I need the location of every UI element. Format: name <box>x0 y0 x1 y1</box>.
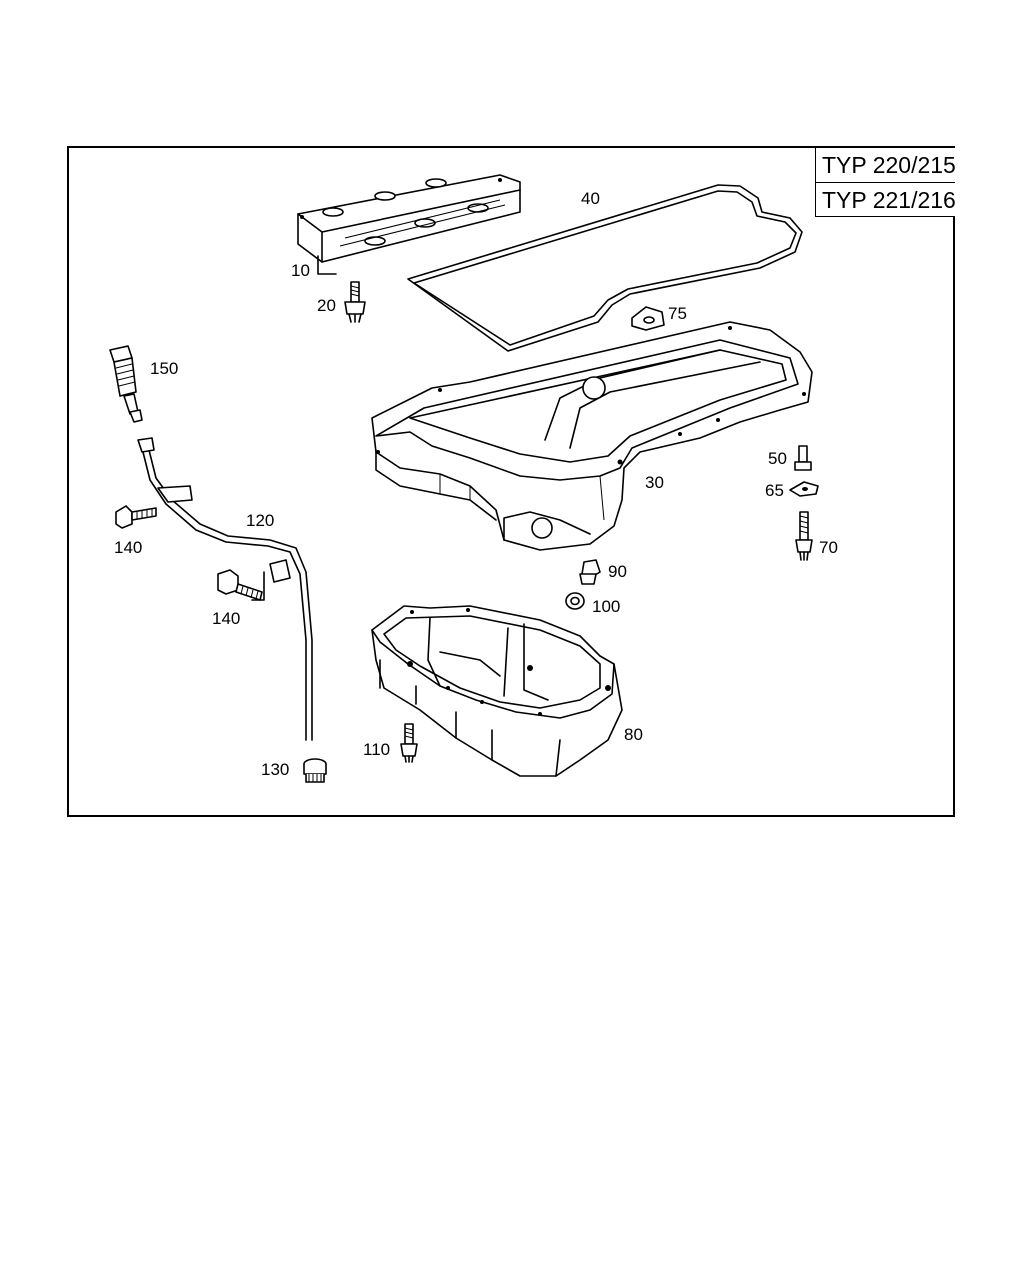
plug-130-drawing <box>303 758 327 783</box>
callout-150: 150 <box>150 359 179 378</box>
bolt-110-drawing <box>400 723 418 763</box>
callout-40: 40 <box>581 189 600 208</box>
callout-90: 90 <box>608 562 627 581</box>
model-label-2: TYP 221/216 <box>815 183 956 217</box>
drain-plug-90-drawing <box>579 559 601 585</box>
callout-130: 130 <box>261 760 290 779</box>
bolt-140a-drawing <box>115 505 157 529</box>
callout-75: 75 <box>668 304 687 323</box>
dipstick-150-drawing <box>109 345 143 423</box>
bolt-20-drawing <box>344 281 366 323</box>
callout-140-upper: 140 <box>114 538 143 557</box>
callout-50: 50 <box>768 449 787 468</box>
upper-oil-pan-drawing <box>371 321 813 551</box>
baffle-plate-drawing <box>297 174 521 275</box>
callout-140-lower: 140 <box>212 609 241 628</box>
callout-20: 20 <box>317 296 336 315</box>
model-label-1: TYP 220/215 <box>815 148 956 183</box>
callout-120: 120 <box>246 511 275 530</box>
callout-10: 10 <box>291 261 310 280</box>
guide-tube-120-drawing <box>137 437 313 741</box>
callout-30: 30 <box>645 473 664 492</box>
callout-65: 65 <box>765 481 784 500</box>
callout-70: 70 <box>819 538 838 557</box>
seal-ring-100-drawing <box>565 592 585 610</box>
gasket-drawing <box>407 184 803 352</box>
bolt-70-drawing <box>795 511 813 561</box>
bolt-140b-drawing <box>217 569 263 601</box>
callout-110: 110 <box>363 740 391 759</box>
callout-80: 80 <box>624 725 643 744</box>
washer-65-drawing <box>789 481 819 497</box>
seal-75-drawing <box>631 306 665 331</box>
lower-oil-pan-drawing <box>371 605 623 777</box>
callout-100: 100 <box>592 597 621 616</box>
bolt-50-drawing <box>794 445 812 471</box>
